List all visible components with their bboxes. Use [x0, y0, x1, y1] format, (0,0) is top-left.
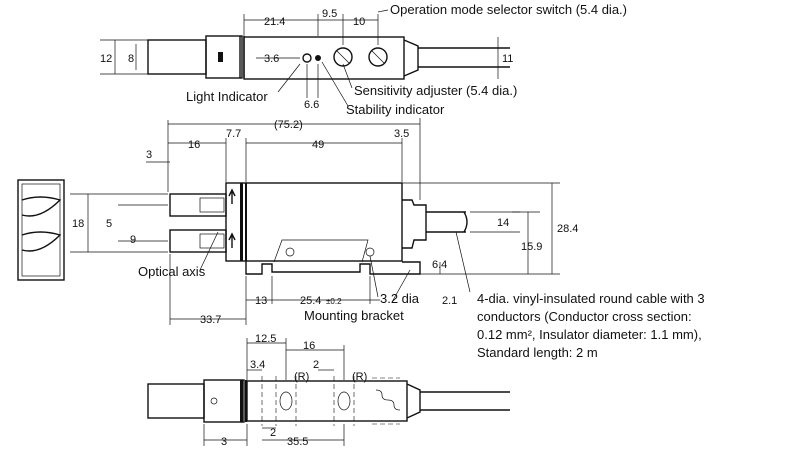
label-sensitivity-adjuster: Sensitivity adjuster (5.4 dia.) [354, 83, 517, 98]
bottom-view: 12.5 16 3.4 2 (R) (R) 3 2 35.5 [147, 333, 510, 448]
dim-11: 11 [502, 53, 513, 65]
dim-bottom-2b: 2 [270, 427, 276, 439]
dim-6-4: 6.4 [432, 259, 447, 271]
bottom-body [246, 380, 408, 422]
arrow-up-icon [228, 188, 236, 204]
dim-tolerance: ±0.2 [326, 297, 342, 306]
label-operation-switch: Operation mode selector switch (5.4 dia.… [390, 2, 627, 17]
dim-3-5: 3.5 [394, 128, 409, 140]
top-view: 21.4 9.5 10 12 8 3.6 11 6.6 Operation mo… [100, 2, 627, 117]
front-body [225, 182, 403, 262]
label-cable-line3: 0.12 mm², Insulator diameter: 1.1 mm), [477, 327, 702, 342]
light-indicator-led-icon [302, 53, 312, 63]
dim-bottom-16: 16 [303, 340, 315, 352]
dim-8: 8 [128, 53, 134, 65]
dim-13: 13 [255, 295, 267, 307]
dim-bottom-2a: 2 [313, 359, 319, 371]
label-mounting-bracket: Mounting bracket [304, 308, 404, 323]
top-collar [205, 35, 243, 79]
label-r-right: (R) [352, 371, 367, 383]
sensitivity-knob-icon [333, 47, 353, 67]
stability-indicator-led-icon [315, 55, 321, 61]
dim-16: 16 [188, 139, 200, 151]
dim-12-5: 12.5 [255, 333, 276, 345]
end-view-outline [17, 179, 65, 281]
dim-7-7: 7.7 [226, 128, 241, 140]
dim-3: 3 [146, 149, 152, 161]
dim-14: 14 [497, 217, 509, 229]
top-plug [147, 39, 207, 75]
dim-21-4: 21.4 [264, 16, 285, 28]
dim-28-4: 28.4 [557, 223, 578, 235]
front-view: (75.2) 16 7.7 49 3.5 3 18 5 9 14 28.4 15… [70, 118, 705, 360]
dim-3-4: 3.4 [250, 359, 265, 371]
label-cable-line2: conductors (Conductor cross section: [477, 309, 692, 324]
label-r-left: (R) [294, 371, 309, 383]
arrow-up-icon [228, 232, 236, 248]
label-light-indicator: Light Indicator [186, 89, 268, 104]
dim-75-2: (75.2) [274, 119, 303, 131]
fiber-upper [169, 193, 227, 217]
dim-bottom-3: 3 [221, 436, 227, 448]
dim-15-9: 15.9 [521, 241, 542, 253]
dim-9: 9 [130, 234, 136, 246]
bottom-plug [147, 383, 205, 419]
end-view [17, 179, 65, 281]
dim-12: 12 [100, 53, 112, 65]
label-mounting-hole: 3.2 dia [380, 291, 420, 306]
mode-switch-knob-icon [368, 47, 388, 67]
dim-9-5: 9.5 [322, 8, 337, 20]
dim-35-5: 35.5 [287, 436, 308, 448]
label-cable-line4: Standard length: 2 m [477, 345, 598, 360]
dim-33-7: 33.7 [200, 314, 221, 326]
label-stability-indicator: Stability indicator [346, 102, 445, 117]
label-cable-line1: 4-dia. vinyl-insulated round cable with … [477, 291, 705, 306]
top-body [243, 36, 405, 80]
dim-49: 49 [312, 139, 324, 151]
dim-5: 5 [106, 218, 112, 230]
dim-18: 18 [72, 218, 84, 230]
dim-2-1: 2.1 [442, 295, 457, 307]
dim-6-6: 6.6 [304, 99, 319, 111]
dim-25-4: 25.4 [300, 295, 321, 307]
dim-10: 10 [353, 16, 365, 28]
mounting-bracket [245, 261, 421, 275]
label-optical-axis: Optical axis [138, 264, 206, 279]
dim-3-6: 3.6 [264, 53, 279, 65]
